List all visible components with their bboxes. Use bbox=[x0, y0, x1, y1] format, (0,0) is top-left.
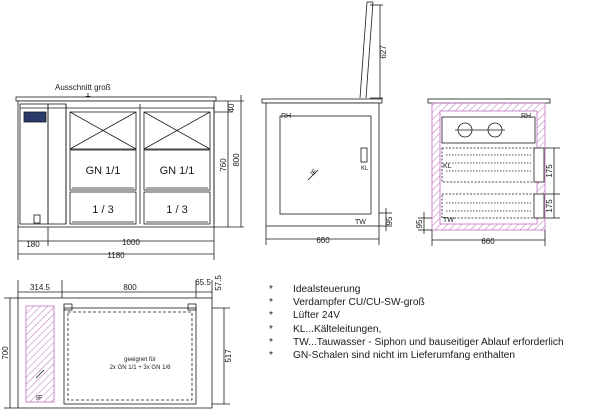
gn-label-left: GN 1/1 bbox=[86, 165, 121, 177]
section-kl-label: KL bbox=[443, 163, 452, 170]
note-text: Lüfter 24V bbox=[293, 310, 341, 322]
section-dim-95: 95 bbox=[415, 219, 424, 228]
plan-if-label: IF bbox=[36, 395, 42, 402]
drawer-gn-right bbox=[143, 149, 211, 191]
plan-dim-57-5: 57.5 bbox=[214, 275, 223, 291]
note-item: *Lüfter 24V bbox=[269, 310, 341, 322]
third-label-right: 1 / 3 bbox=[166, 204, 187, 216]
if-arrow bbox=[307, 169, 319, 181]
dim-627: 627 bbox=[379, 45, 388, 59]
drawer-third-left bbox=[69, 191, 137, 225]
section-view: RH KL TW 175 175 95 660 bbox=[415, 98, 560, 246]
gn-label-right: GN 1/1 bbox=[160, 165, 195, 177]
dim-800: 800 bbox=[232, 153, 241, 167]
cutout-label: Ausschnitt groß bbox=[55, 83, 111, 92]
plan-if-arrow bbox=[35, 369, 45, 379]
note-text: KL...Kälteleitungen, bbox=[293, 323, 382, 335]
plan-dim-800: 800 bbox=[123, 283, 137, 292]
note-item: *Idealsteuerung bbox=[269, 284, 361, 295]
section-dim-175-bottom: 175 bbox=[545, 199, 554, 213]
third-label-left: 1 / 3 bbox=[92, 204, 113, 216]
front-view: Ausschnitt groß GN 1/1 GN 1/1 1 / 3 1 / … bbox=[15, 83, 244, 260]
dim-1180: 1180 bbox=[107, 251, 125, 260]
side-kl-label: KL bbox=[361, 166, 369, 172]
notes-list: *Idealsteuerung *Verdampfer CU/CU-SW-gro… bbox=[268, 283, 600, 362]
section-rh-label: RH bbox=[521, 113, 531, 120]
side-tw-label: TW bbox=[355, 219, 366, 226]
drawer-third-right bbox=[143, 191, 211, 225]
note-text: Verdampfer CU/CU-SW-groß bbox=[293, 297, 425, 309]
side-dim-95: 95 bbox=[385, 216, 394, 225]
note-text: GN-Schalen sind nicht im Lieferumfang en… bbox=[293, 350, 515, 362]
note-item: *Verdampfer CU/CU-SW-groß bbox=[269, 297, 425, 309]
plan-inner-well bbox=[63, 307, 197, 405]
side-view: 627 RH KL IF TW 95 660 bbox=[261, 1, 394, 245]
section-tw-label: TW bbox=[443, 217, 454, 224]
drawer-gn-left bbox=[69, 149, 137, 191]
note-item: *GN-Schalen sind nicht im Lieferumfang e… bbox=[269, 350, 515, 362]
plan-dim-65-5: 65.5 bbox=[195, 278, 211, 287]
controller-display bbox=[23, 111, 47, 123]
side-rh-label: RH bbox=[281, 113, 291, 120]
plan-dim-314-5: 314.5 bbox=[30, 283, 51, 292]
note-item: *TW...Tauwasser - Siphon und bauseitiger… bbox=[269, 336, 564, 348]
side-if-label: IF bbox=[309, 168, 318, 177]
plan-dim-517: 517 bbox=[224, 349, 233, 363]
dim-760: 760 bbox=[219, 158, 228, 172]
note-item: *KL...Kälteleitungen, bbox=[269, 323, 382, 335]
dim-180: 180 bbox=[26, 240, 40, 249]
plan-note-line2: 2x GN 1/1 + 3x GN 1/6 bbox=[110, 365, 172, 371]
section-dim-660: 660 bbox=[481, 237, 495, 246]
plan-note-line1: geeignet für bbox=[124, 357, 156, 363]
note-text: Idealsteuerung bbox=[293, 284, 361, 295]
plan-dim-700: 700 bbox=[1, 346, 10, 360]
side-hinge bbox=[360, 147, 368, 163]
note-text: TW...Tauwasser - Siphon und bauseitiger … bbox=[293, 336, 564, 348]
front-foot bbox=[33, 214, 41, 224]
section-dim-175-top: 175 bbox=[545, 164, 554, 178]
side-door bbox=[279, 115, 372, 215]
dim-40: 40 bbox=[227, 103, 236, 112]
plan-view: 314.5 800 65.5 57.5 IF geeignet für 2x G… bbox=[1, 275, 233, 409]
plan-insulation bbox=[25, 305, 55, 403]
dim-1000: 1000 bbox=[122, 238, 140, 247]
side-dim-660: 660 bbox=[316, 236, 330, 245]
